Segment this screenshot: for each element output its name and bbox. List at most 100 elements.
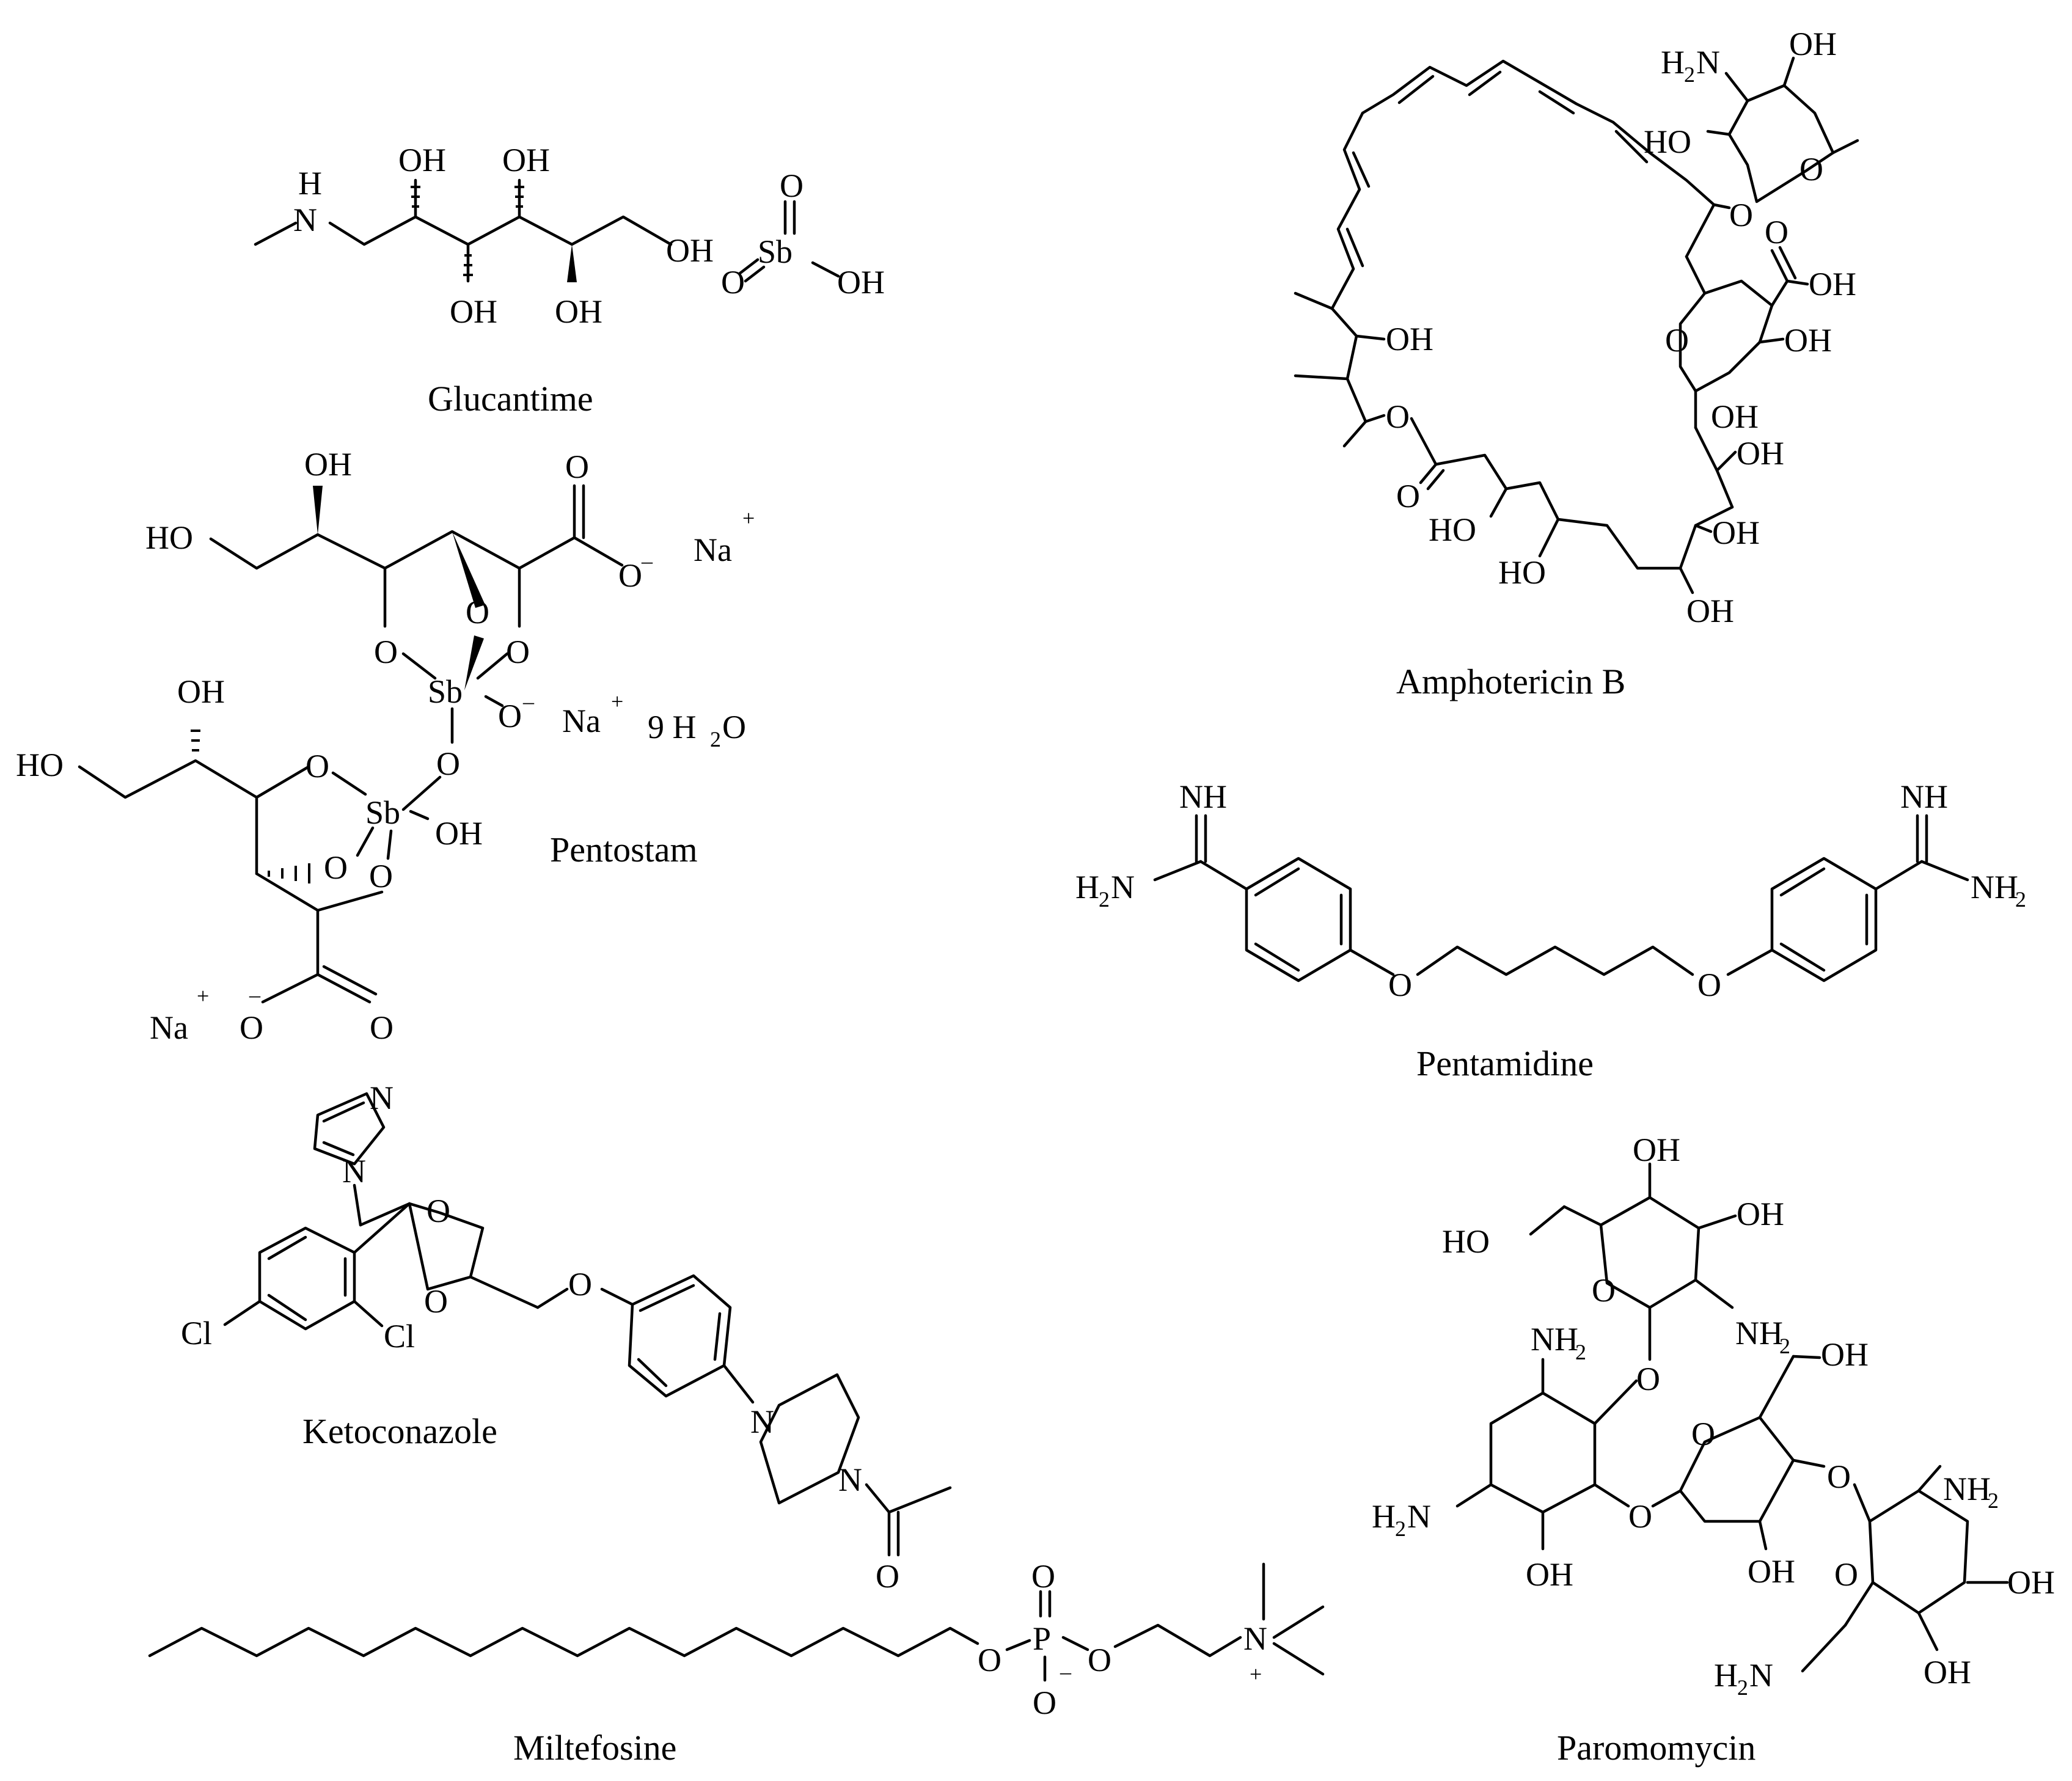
o-label: O: [1031, 1558, 1055, 1595]
nh2-label: NH: [1735, 1315, 1783, 1351]
oh-label: OH: [555, 293, 602, 330]
compound-name-paromomycin: Paromomycin: [1557, 1728, 1755, 1768]
nh-label: NH: [1900, 778, 1948, 815]
h2n-n-label: N: [1111, 869, 1135, 905]
oh-label: OH: [502, 142, 550, 178]
o-label: O: [565, 448, 589, 485]
o-label: O: [1636, 1361, 1660, 1397]
nh2-sub: 2: [1779, 1334, 1790, 1358]
oh-label: OH: [1924, 1654, 1971, 1691]
ammonium-n-label: N: [1243, 1620, 1267, 1657]
ho-label: HO: [1498, 554, 1546, 591]
oh-label: OH: [1686, 593, 1734, 629]
imidazole-n-label: N: [370, 1080, 394, 1116]
o-label: O: [780, 167, 804, 204]
oh-label: OH: [1737, 435, 1784, 472]
oh-label: OH: [837, 264, 885, 301]
o-label: O: [370, 1009, 394, 1046]
h2n-label: H: [1372, 1498, 1396, 1535]
charge-plus: +: [197, 984, 209, 1008]
o-label: O: [1388, 967, 1412, 1003]
o-label: O: [1665, 322, 1689, 359]
oh-label: OH: [1633, 1132, 1680, 1168]
sb-label: Sb: [428, 673, 463, 710]
oh-label: OH: [666, 232, 714, 269]
ho-label: HO: [145, 519, 193, 556]
compound-name-pentamidine: Pentamidine: [1416, 1044, 1594, 1083]
o-label: O: [1592, 1272, 1616, 1309]
o-label: O: [1834, 1556, 1858, 1593]
charge-minus: –: [1060, 1659, 1072, 1684]
nh-label: NH: [1179, 778, 1227, 815]
o-label: O: [1729, 197, 1753, 233]
pentamidine-structure: NH H 2 N O O NH NH 2 Pentamidine: [1075, 778, 2026, 1083]
ho-label: HO: [1429, 511, 1476, 548]
o-label: O: [324, 849, 348, 886]
na-label: Na: [694, 532, 732, 568]
o-label: O: [498, 698, 522, 734]
nh2-label: NH: [1531, 1321, 1578, 1358]
oh-label: OH: [1711, 398, 1759, 435]
nh2-label: NH: [1943, 1471, 1991, 1507]
h2n-n-label: N: [1749, 1657, 1773, 1694]
glucantime-structure: H N OH OH OH OH OH Sb O O OH Glucantime: [254, 142, 885, 419]
h2n-sub: 2: [1737, 1675, 1748, 1700]
compound-name-miltefosine: Miltefosine: [513, 1728, 676, 1768]
h2n-n-label: N: [1407, 1498, 1431, 1535]
o-label: O: [1628, 1498, 1652, 1535]
o-label: O: [1033, 1684, 1056, 1721]
o-label: O: [369, 858, 393, 894]
oh-label: OH: [1784, 322, 1832, 359]
charge-minus: –: [522, 689, 535, 714]
h2n-label: H: [1714, 1657, 1738, 1694]
oh-label: OH: [1526, 1556, 1573, 1593]
h2n-label: H: [1075, 869, 1099, 905]
oh-label: OH: [450, 293, 497, 330]
water-label: 9 H: [648, 709, 697, 745]
paromomycin-structure: O OH OH H O NH 2 O NH 2 H 2 N OH O O OH O…: [1372, 1132, 2055, 1768]
oh-label: OH: [398, 142, 446, 178]
compound-name-amphotericin: Amphotericin B: [1396, 662, 1625, 701]
nh2-sub: 2: [2015, 887, 2026, 912]
ketoconazole-structure: N N O O Cl Cl O N N O Ketoconazole: [181, 1080, 952, 1595]
oh-label: OH: [1737, 1196, 1784, 1232]
na-label: Na: [562, 703, 601, 739]
h2n-sub: 2: [1099, 887, 1110, 912]
o-label: O: [506, 634, 530, 670]
piperazine-n-label: N: [838, 1461, 862, 1498]
o-label: O: [466, 594, 489, 631]
o-label: O: [424, 1283, 448, 1320]
o-label: O: [1088, 1642, 1111, 1678]
o-label: O: [306, 748, 329, 784]
nh2-sub: 2: [1988, 1488, 1999, 1513]
nh2-label: NH: [1971, 869, 2018, 905]
charge-minus: –: [249, 982, 261, 1007]
o-label: O: [568, 1266, 592, 1303]
o-label: O: [721, 264, 745, 301]
charge-plus: +: [1250, 1662, 1262, 1686]
sb-label: Sb: [758, 233, 793, 270]
nh-h-label: H: [298, 165, 322, 202]
oh-label: OH: [1386, 321, 1433, 357]
oh-label: OH: [1809, 266, 1856, 302]
cl-label: Cl: [384, 1318, 415, 1355]
o-label: O: [1827, 1458, 1851, 1495]
oh-label: OH: [1712, 514, 1760, 551]
nh-n-label: N: [293, 202, 317, 238]
o-label: O: [1799, 151, 1823, 188]
o-label: O: [1386, 398, 1410, 435]
charge-plus: +: [742, 506, 755, 530]
o-label: O: [618, 557, 642, 594]
compound-name-ketoconazole: Ketoconazole: [302, 1411, 497, 1451]
ho-label: HO: [1644, 123, 1691, 160]
oh-label: OH: [1748, 1553, 1795, 1590]
o-label: O: [374, 634, 398, 670]
p-label: P: [1033, 1620, 1051, 1657]
o-label: O: [426, 1193, 450, 1229]
compound-name-glucantime: Glucantime: [428, 379, 593, 419]
water-o-label: O: [722, 709, 746, 745]
o-label: O: [1765, 214, 1788, 251]
amphotericin-structure: OH O O HO HO OH OH OH OH O OH O OH: [1294, 26, 1859, 701]
cl-label: Cl: [181, 1315, 212, 1351]
